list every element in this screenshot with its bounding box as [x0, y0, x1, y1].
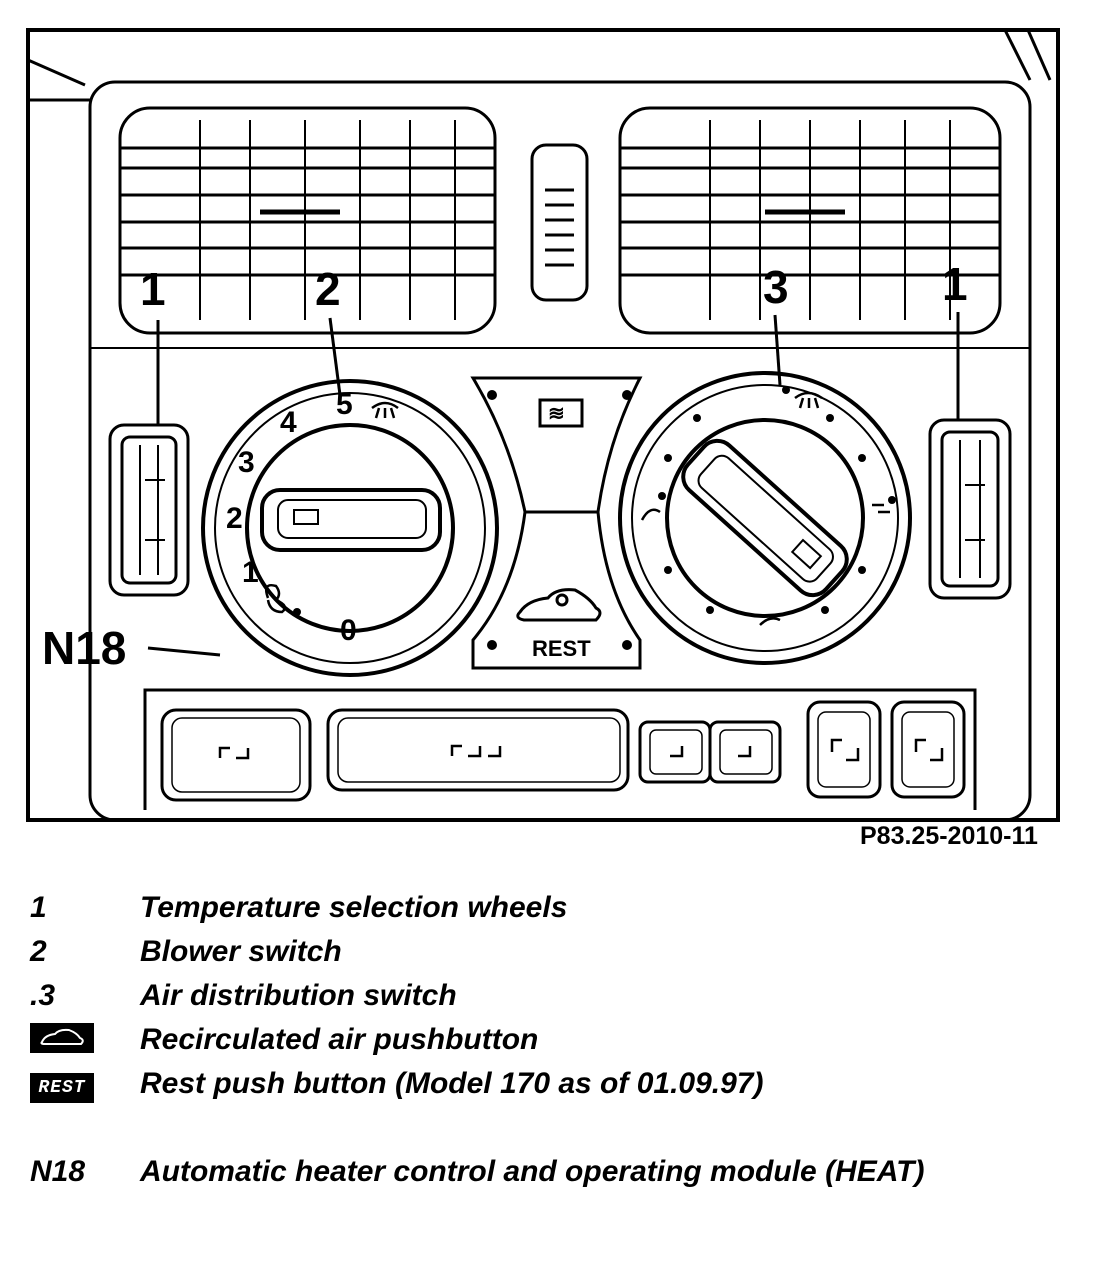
callout-2: 2 [315, 263, 341, 315]
center-vent-thumbwheel [530, 143, 589, 302]
legend-text: Recirculated air pushbutton [140, 1023, 539, 1056]
right-air-vent [618, 106, 1002, 335]
legend-text: Blower switch [140, 935, 342, 968]
rest-button-label: REST [532, 636, 591, 661]
blower-switch [201, 379, 499, 677]
recirculated-air-icon [516, 588, 602, 622]
rear-window-defrost-icon [538, 398, 584, 428]
blower-level-1: 1 [242, 556, 259, 589]
legend-key: 2 [30, 935, 47, 968]
legend-item-2: 2 Blower switch [30, 932, 342, 972]
legend-key: N18 [30, 1155, 86, 1188]
dashboard-panel [88, 80, 1032, 822]
right-temperature-wheel [928, 418, 1012, 600]
panel-dots [293, 386, 896, 650]
callout-1-left: 1 [140, 263, 166, 315]
blower-level-3: 3 [238, 446, 255, 479]
lower-button-2 [326, 708, 630, 792]
foot-air-icon [759, 617, 781, 626]
lower-button-6 [890, 700, 966, 799]
lower-button-row [143, 688, 977, 810]
lower-button-1 [160, 708, 312, 802]
center-button-panel [470, 376, 643, 670]
legend-item-rest: REST Rest push button (Model 170 as of 0… [30, 1064, 763, 1104]
recirculated-air-icon [30, 1023, 94, 1053]
module-label-n18: N18 [42, 622, 126, 674]
lower-button-5 [806, 700, 882, 799]
legend-key: .3 [30, 979, 56, 1012]
legend-item-n18: N18 Automatic heater control and operati… [30, 1152, 924, 1192]
figure-reference-code: P83.25-2010-11 [860, 822, 1038, 850]
legend-item-3: .3 Air distribution switch [30, 976, 457, 1016]
legend-text: Air distribution switch [140, 979, 457, 1012]
defrost-windshield-icon [794, 391, 823, 409]
rest-button-icon: REST [30, 1072, 94, 1103]
lower-button-4 [708, 720, 782, 784]
legend-key: 1 [30, 891, 47, 924]
blower-level-5: 5 [336, 388, 353, 421]
left-air-vent [118, 106, 497, 335]
rear-defrost-icon-symbol: ≋ [548, 403, 565, 425]
head-air-icon [872, 503, 890, 514]
distribution-symbols [265, 391, 890, 626]
left-temperature-wheel [108, 423, 190, 597]
blower-level-0: 0 [340, 614, 357, 647]
fan-icon [265, 584, 287, 614]
legend-text: Automatic heater control and operating m… [140, 1155, 925, 1188]
legend-item-1: 1 Temperature selection wheels [30, 888, 567, 928]
footwell-air-icon [640, 508, 661, 521]
defrost-blower-icon [371, 401, 399, 419]
legend-text: Rest push button (Model 170 as of 01.09.… [140, 1067, 764, 1100]
legend-text: Temperature selection wheels [140, 891, 568, 924]
callout-1-right: 1 [942, 258, 968, 310]
callout-3: 3 [763, 261, 789, 313]
air-distribution-switch [618, 371, 912, 665]
heater-control-diagram: ≋ 1 2 3 1 0 1 2 3 4 5 REST N18 [26, 28, 1060, 822]
blower-level-4: 4 [280, 406, 297, 439]
blower-level-2: 2 [226, 502, 243, 535]
legend-item-recirculated-air: Recirculated air pushbutton [30, 1020, 538, 1060]
